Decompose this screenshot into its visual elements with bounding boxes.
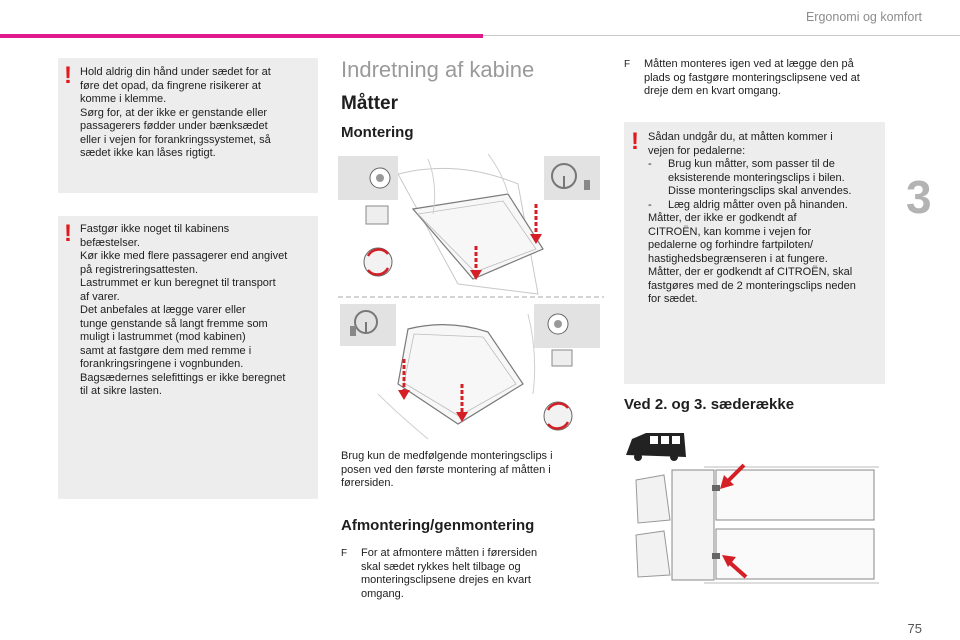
text-line: for sædet. xyxy=(648,293,698,305)
subheading-seat-rows: Ved 2. og 3. sæderække xyxy=(624,396,795,413)
text-line: Læg aldrig måtter oven på hinanden. xyxy=(668,198,848,211)
text-line: Hold aldrig din hånd under sædet for at xyxy=(80,66,271,78)
text-line: Disse monteringsclips skal anvendes. xyxy=(668,185,852,197)
text-line: komme i klemme. xyxy=(80,93,167,105)
text-line: Måtter, der ikke er godkendt af xyxy=(648,212,797,224)
header-rule xyxy=(483,35,960,36)
subheading-afmontering: Afmontering/genmontering xyxy=(341,517,535,534)
section-heading-mats: Måtter xyxy=(341,93,399,114)
text-line: posen ved den første montering af måtten… xyxy=(341,463,551,476)
text-line: eller i vejen for forankringssystemet, s… xyxy=(80,133,271,146)
warning-box-cargo: ! Fastgør ikke noget til kabinens befæst… xyxy=(58,216,318,499)
text-line: sædet ikke kan låses rigtigt. xyxy=(80,147,216,159)
passenger-floor-illustration xyxy=(377,313,536,440)
text-line: For at afmontere måtten i førersiden xyxy=(361,547,538,559)
text-line: Sådan undgår du, at måtten kommer i xyxy=(648,131,833,143)
afmontering-bullet: F For at afmontere måtten i førersiden s… xyxy=(341,547,601,607)
warning-text: Fastgør ikke noget til kabinens befæstel… xyxy=(80,223,316,399)
subheading-montering: Montering xyxy=(341,124,414,141)
warning-text: Sådan undgår du, at måtten kommer i veje… xyxy=(648,131,884,307)
text-line: muligt i lastrummet (mod kabinen) xyxy=(80,331,246,343)
reinstall-bullet: F Måtten monteres igen ved at lægge den … xyxy=(624,58,894,103)
text-line: Måtter, der er godkendt af CITROËN, skal xyxy=(648,266,853,278)
text-line: Måtten monteres igen ved at lægge den på xyxy=(644,58,854,70)
warning-icon: ! xyxy=(631,128,639,155)
steering-wheel-icon xyxy=(544,156,600,200)
text-line: pedalerne og forhindre fartpiloten/ xyxy=(648,239,814,251)
clip-arrow-icon xyxy=(470,204,542,280)
text-line: Det anbefales at lægge varer eller xyxy=(80,304,246,316)
list-item: - Læg aldrig måtter oven på hinanden. xyxy=(648,199,884,213)
clip-arrow-icon xyxy=(720,463,748,579)
driver-floor-illustration xyxy=(397,154,544,295)
text-line: tunge genstande så langt fremme som xyxy=(80,317,268,330)
text-line: Bagsædernes selefittings er ikke beregne… xyxy=(80,371,286,384)
steering-wheel-icon xyxy=(340,304,396,346)
header-accent-bar xyxy=(0,34,483,38)
text-line: Sørg for, at der ikke er genstande eller xyxy=(80,106,268,119)
mat-installation-figure xyxy=(338,154,604,440)
text-line: monteringsclipsene drejes en kvart xyxy=(361,574,531,586)
text-line: forankringsringene i vognbunden. xyxy=(80,358,244,370)
text-line: Brug kun måtter, som passer til de xyxy=(668,158,835,170)
text-line: dreje dem en kvart omgang. xyxy=(644,85,781,97)
text-line: fastgøres med de 2 monteringsclips neden xyxy=(648,279,856,292)
bullet-text: Måtten monteres igen ved at lægge den på… xyxy=(644,58,860,99)
text-line: af varer. xyxy=(80,290,120,303)
text-line: CITROËN, kan komme i vejen for xyxy=(648,225,812,238)
text-line: hastighedsbegrænseren i at fungere. xyxy=(648,252,828,265)
section-title: Ergonomi og komfort xyxy=(805,10,922,24)
text-line: vejen for pedalerne: xyxy=(648,144,746,157)
warning-box-seat: ! Hold aldrig din hånd under sædet for a… xyxy=(58,58,318,193)
dash-marker: - xyxy=(648,158,652,170)
clip-detail-icon xyxy=(338,156,398,277)
text-line: omgang. xyxy=(361,587,404,600)
text-line: Lastrummet er kun beregnet til transport xyxy=(80,277,276,289)
page-number: 75 xyxy=(907,621,922,636)
text-line: Brug kun de medfølgende monteringsclips … xyxy=(341,450,553,462)
warning-text: Hold aldrig din hånd under sædet for at … xyxy=(80,66,316,161)
bullet-icon: F xyxy=(341,548,348,559)
bullet-text: For at afmontere måtten i førersiden ska… xyxy=(361,547,537,601)
warning-box-pedals: ! Sådan undgår du, at måtten kommer i ve… xyxy=(624,122,885,384)
warning-icon: ! xyxy=(64,220,72,247)
text-line: befæstelser. xyxy=(80,236,140,249)
text-line: plads og fastgøre monteringsclipsene ved… xyxy=(644,71,860,84)
text-line: på registreringsattesten. xyxy=(80,263,199,276)
clip-detail-icon xyxy=(534,304,600,431)
bullet-icon: F xyxy=(624,59,631,70)
seat-rows-illustration xyxy=(635,466,879,584)
chapter-number: 3 xyxy=(906,171,932,223)
text-line: føre det opad, da fingrene risikerer at xyxy=(80,79,261,92)
text-line: til at sikre lasten. xyxy=(80,385,162,397)
page-title: Indretning af kabine xyxy=(341,57,535,82)
dash-marker: - xyxy=(648,198,652,211)
text-line: Fastgør ikke noget til kabinens xyxy=(80,223,230,235)
van-icon xyxy=(626,433,686,461)
rear-rows-figure xyxy=(626,433,879,584)
clip-arrow-icon xyxy=(398,359,468,422)
warning-icon: ! xyxy=(64,62,72,89)
text-line: skal sædet rykkes helt tilbage og xyxy=(361,560,521,573)
list-item: - Brug kun måtter, som passer til de eks… xyxy=(648,158,884,199)
text-line: passagerers fødder under bænksædet xyxy=(80,120,268,132)
text-line: eksisterende monteringsclips i bilen. xyxy=(668,171,845,184)
text-line: førersiden. xyxy=(341,477,394,489)
text-line: Kør ikke med flere passagerer end angive… xyxy=(80,250,288,262)
text-line: samt at fastgøre dem med remme i xyxy=(80,344,252,357)
montering-text: Brug kun de medfølgende monteringsclips … xyxy=(341,450,601,491)
